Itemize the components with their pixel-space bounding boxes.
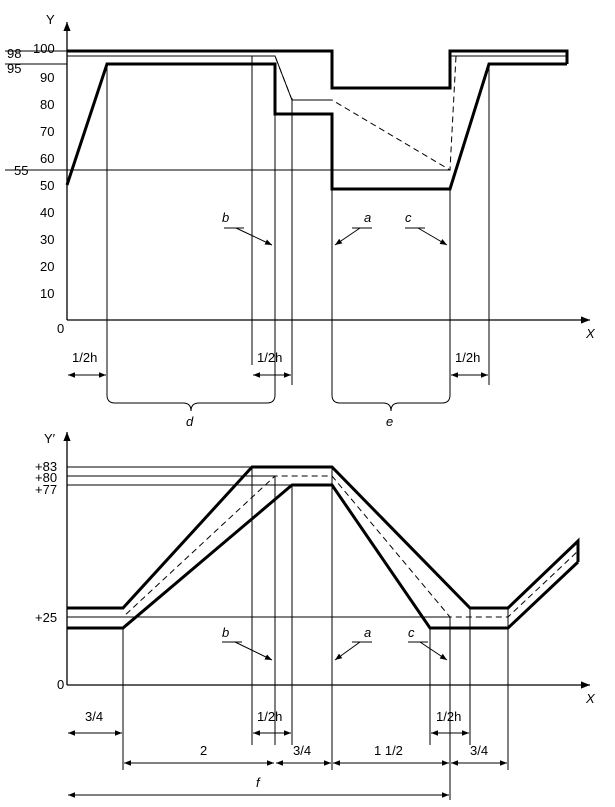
tick-20: 20 [40,259,54,274]
top-origin-label: 0 [57,321,64,336]
tick-30: 30 [40,232,54,247]
tick-80: 80 [40,97,54,112]
tick-100: 100 [33,41,55,56]
svg-text:b: b [222,625,229,640]
bottom-dashed-trace [67,475,579,618]
dim-total-f: f [68,775,449,798]
bottom-diagram: Y′ X 0 +83 +80 +77 +25 b [35,431,596,800]
dim-3-4-left: 3/4 [68,709,122,736]
svg-text:a: a [364,625,371,640]
svg-text:a: a [364,210,371,225]
svg-text:3/4: 3/4 [293,743,311,758]
tick-90: 90 [40,70,54,85]
bottom-y-axis-label: Y′ [44,431,56,446]
svg-text:1/2h: 1/2h [257,709,282,724]
bottom-callout-a: a [334,625,372,661]
top-callout-c: c [405,210,448,246]
bottom-lower-trace [67,483,580,630]
svg-text:f: f [256,775,261,790]
label-95: 95 [7,61,21,76]
dashed-trace [67,55,567,171]
label-plus-25: +25 [35,610,57,625]
brace-d-label: d [186,414,194,429]
svg-text:1/2h: 1/2h [257,350,282,365]
top-x-axis-label: X [585,326,596,341]
tick-60: 60 [40,151,54,166]
tick-40: 40 [40,205,54,220]
tick-10: 10 [40,286,54,301]
brace-e-label: e [386,414,393,429]
svg-text:b: b [222,210,229,225]
brace-d [106,394,276,412]
label-plus-80: +80 [35,470,57,485]
top-callout-b: b [222,210,273,246]
top-half-h-3: 1/2h [451,350,488,378]
brace-e [331,394,451,412]
svg-text:1/2h: 1/2h [72,350,97,365]
label-plus-77: +77 [35,482,57,497]
svg-text:1/2h: 1/2h [455,350,480,365]
label-plus-83: +83 [35,459,57,474]
dim-2: 2 [124,743,274,766]
bottom-half-h-2: 1/2h [431,709,469,736]
bottom-callout-c: c [408,625,448,661]
top-callout-a: a [334,210,372,246]
lower-thick-trace [65,62,567,191]
top-y-axis-label: Y [46,12,55,27]
tick-70: 70 [40,124,54,139]
label-98: 98 [7,46,21,61]
bottom-callout-b: b [222,625,273,661]
top-half-h-2: 1/2h [253,350,291,378]
svg-text:c: c [408,625,415,640]
dim-3-4-mid: 3/4 [276,743,331,766]
svg-text:1 1/2: 1 1/2 [374,743,403,758]
svg-text:1/2h: 1/2h [436,709,461,724]
svg-text:3/4: 3/4 [470,743,488,758]
bottom-origin-label: 0 [57,677,64,692]
dim-1-1-2: 1 1/2 [333,743,449,766]
bottom-x-axis-label: X [585,691,596,706]
top-half-h-1: 1/2h [68,350,106,378]
top-y-ticks: 10 20 30 40 50 60 70 80 90 100 98 95 55 [7,41,55,301]
svg-text:c: c [405,210,412,225]
tick-50: 50 [40,178,54,193]
top-diagram: Y X 0 10 20 30 40 50 60 70 80 90 100 98 … [5,12,596,429]
dim-3-4-right: 3/4 [451,743,507,766]
svg-text:2: 2 [200,743,207,758]
bottom-half-h-1: 1/2h [253,709,291,736]
svg-text:3/4: 3/4 [85,709,103,724]
bottom-upper-trace [67,465,580,610]
upper-thick-trace [67,49,569,90]
